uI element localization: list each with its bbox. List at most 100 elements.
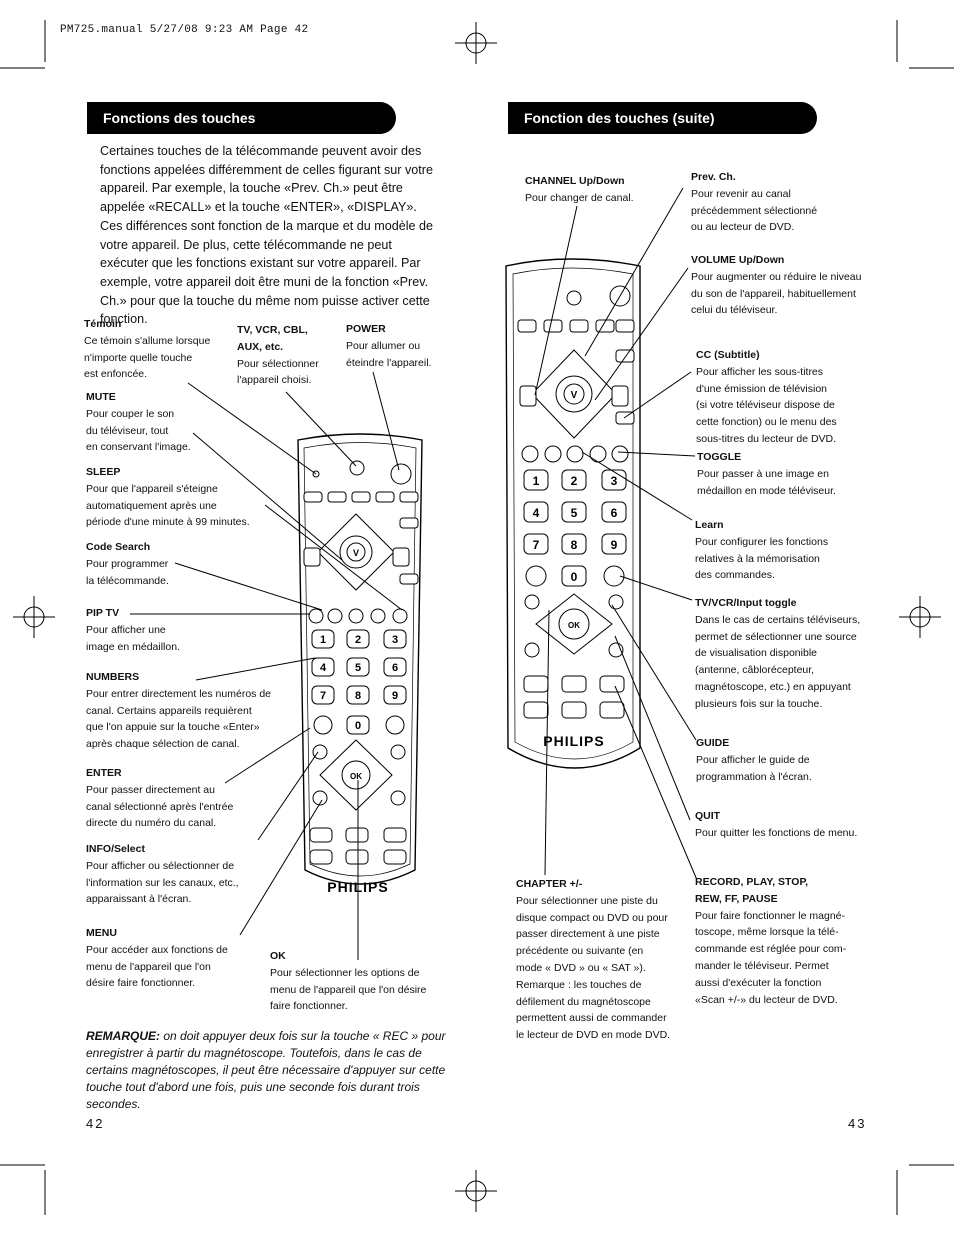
label-desc: Pour accéder aux fonctions de menu de l'…	[86, 943, 228, 990]
key-0: 0	[571, 570, 578, 584]
key-8: 8	[571, 538, 578, 552]
label-menu: MENU Pour accéder aux fonctions de menu …	[86, 925, 228, 992]
ok-key-label: OK	[568, 621, 580, 630]
label-title: MENU	[86, 927, 117, 939]
label-title: Prev. Ch.	[691, 171, 736, 183]
label-guide: GUIDE Pour afficher le guide de programm…	[696, 735, 812, 785]
remark-text: on doit appuyer deux fois sur la touche …	[86, 1029, 446, 1111]
label-title: CHAPTER +/-	[516, 878, 583, 890]
label-desc: Pour que l'appareil s'éteigne automatiqu…	[86, 482, 250, 529]
label-desc: Pour sélectionner l'appareil choisi.	[237, 357, 319, 387]
label-title: TV/VCR/Input toggle	[695, 597, 797, 609]
enter-key-label: V	[353, 548, 359, 558]
label-temoin: Témoin Ce témoin s'allume lorsque n'impo…	[84, 316, 210, 383]
label-desc: Pour afficher une image en médaillon.	[86, 623, 180, 653]
key-5: 5	[571, 506, 578, 520]
label-ok: OK Pour sélectionner les options de menu…	[270, 948, 426, 1015]
key-5: 5	[355, 662, 361, 674]
label-channel: CHANNEL Up/Down Pour changer de canal.	[525, 173, 634, 207]
page-number-right: 43	[848, 1116, 867, 1131]
enter-key-label: V	[571, 390, 578, 401]
label-desc: Pour quitter les fonctions de menu.	[695, 826, 858, 839]
label-tv-vcr-input: TV/VCR/Input toggle Dans le cas de certa…	[695, 595, 860, 713]
remote-left: 1 2 3 4 5 6 7 8 9 0 V OK PHILIPS	[297, 433, 423, 895]
label-desc: Pour entrer directement les numéros de c…	[86, 687, 272, 751]
remote-right: 1 2 3 4 5 6 7 8 9 0 V OK PHILIPS	[505, 258, 641, 769]
label-title: CC (Subtitle)	[696, 349, 760, 361]
label-code-search: Code Search Pour programmer la télécomma…	[86, 539, 169, 589]
key-4: 4	[320, 662, 327, 674]
label-numbers: NUMBERS Pour entrer directement les numé…	[86, 669, 271, 753]
label-desc: Pour faire fonctionner le magné- toscope…	[695, 909, 847, 1006]
label-title: VOLUME Up/Down	[691, 254, 785, 266]
label-title: OK	[270, 950, 286, 962]
label-desc: Pour afficher le guide de programmation …	[696, 753, 812, 783]
key-6: 6	[392, 662, 398, 674]
label-desc: Pour afficher les sous-titres d'une émis…	[696, 365, 837, 445]
key-7: 7	[320, 690, 326, 702]
label-desc: Pour afficher ou sélectionner de l'infor…	[86, 859, 239, 906]
key-7: 7	[533, 538, 540, 552]
label-chapter: CHAPTER +/- Pour sélectionner une piste …	[516, 876, 670, 1044]
page-number-left: 42	[86, 1116, 105, 1131]
label-sleep: SLEEP Pour que l'appareil s'éteigne auto…	[86, 464, 250, 531]
print-slug: PM725.manual 5/27/08 9:23 AM Page 42	[60, 24, 309, 36]
intro-paragraph: Certaines touches de la télécommande peu…	[100, 144, 434, 327]
key-2: 2	[355, 634, 361, 646]
label-desc: Pour programmer la télécommande.	[86, 557, 169, 587]
label-enter: ENTER Pour passer directement au canal s…	[86, 765, 233, 832]
label-power: POWER Pour allumer ou éteindre l'apparei…	[346, 321, 431, 371]
label-prev-ch: Prev. Ch. Pour revenir au canal précédem…	[691, 169, 817, 236]
label-desc: Pour revenir au canal précédemment sélec…	[691, 187, 818, 234]
label-title: MUTE	[86, 391, 116, 403]
label-toggle: TOGGLE Pour passer à une image en médail…	[697, 449, 836, 499]
label-transport-keys: RECORD, PLAY, STOP, REW, FF, PAUSE Pour …	[695, 874, 846, 1008]
label-desc: Pour configurer les fonctions relatives …	[695, 535, 829, 582]
key-9: 9	[611, 538, 618, 552]
label-desc: Pour changer de canal.	[525, 191, 634, 204]
label-desc: Pour passer directement au canal sélecti…	[86, 783, 234, 830]
label-mute: MUTE Pour couper le son du téléviseur, t…	[86, 389, 191, 456]
label-desc: Pour passer à une image en médaillon en …	[697, 467, 836, 497]
label-title: PIP TV	[86, 607, 120, 619]
label-title: GUIDE	[696, 737, 730, 749]
label-title: RECORD, PLAY, STOP, REW, FF, PAUSE	[695, 876, 809, 905]
remark-note: REMARQUE: on doit appuyer deux fois sur …	[86, 1028, 454, 1113]
label-desc: Pour sélectionner les options de menu de…	[270, 966, 427, 1013]
label-title: Témoin	[84, 318, 122, 330]
label-title: NUMBERS	[86, 671, 140, 683]
section-heading-left: Fonctions des touches	[87, 102, 396, 134]
key-0: 0	[355, 720, 361, 732]
ok-key-label: OK	[350, 772, 362, 781]
key-8: 8	[355, 690, 361, 702]
key-2: 2	[571, 474, 578, 488]
label-pip-tv: PIP TV Pour afficher une image en médail…	[86, 605, 180, 655]
section-heading-right: Fonction des touches (suite)	[508, 102, 817, 134]
label-desc: Pour allumer ou éteindre l'appareil.	[346, 339, 432, 369]
label-title: Learn	[695, 519, 724, 531]
label-title: TOGGLE	[697, 451, 742, 463]
label-desc: Pour augmenter ou réduire le niveau du s…	[691, 270, 862, 317]
label-cc: CC (Subtitle) Pour afficher les sous-tit…	[696, 347, 837, 448]
brand-logo: PHILIPS	[543, 733, 604, 749]
label-quit: QUIT Pour quitter les fonctions de menu.	[695, 808, 857, 842]
label-desc: Dans le cas de certains téléviseurs, per…	[695, 613, 861, 710]
label-title: TV, VCR, CBL, AUX, etc.	[237, 324, 308, 353]
key-4: 4	[533, 506, 540, 520]
key-1: 1	[533, 474, 540, 488]
label-title: SLEEP	[86, 466, 121, 478]
label-desc: Pour sélectionner une piste du disque co…	[516, 894, 671, 1042]
key-3: 3	[392, 634, 398, 646]
label-info-select: INFO/Select Pour afficher ou sélectionne…	[86, 841, 239, 908]
label-title: QUIT	[695, 810, 721, 822]
key-3: 3	[611, 474, 618, 488]
label-volume: VOLUME Up/Down Pour augmenter ou réduire…	[691, 252, 861, 319]
label-title: POWER	[346, 323, 386, 335]
key-9: 9	[392, 690, 398, 702]
key-1: 1	[320, 634, 326, 646]
label-device-keys: TV, VCR, CBL, AUX, etc. Pour sélectionne…	[237, 322, 319, 389]
label-title: INFO/Select	[86, 843, 145, 855]
label-learn: Learn Pour configurer les fonctions rela…	[695, 517, 828, 584]
